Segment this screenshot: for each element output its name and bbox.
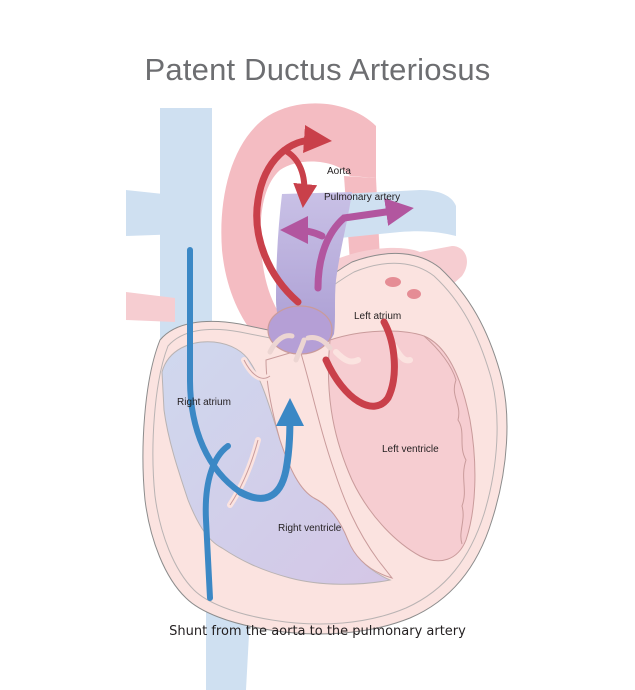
pulmonary-flow-arrow: [314, 198, 414, 292]
label-left-atrium: Left atrium: [354, 311, 401, 322]
label-right-atrium: Right atrium: [177, 397, 231, 408]
right-ventricle-flow-arrow: [236, 398, 304, 502]
label-right-ventricle: Right ventricle: [278, 523, 342, 534]
aortic-arch: [221, 103, 376, 353]
left-heart-flow-arrow: [322, 318, 398, 410]
venous-flow-arrow: [187, 247, 243, 495]
heart-outer-wall-inner-line: [152, 262, 498, 625]
page-title: Patent Ductus Arteriosus: [144, 52, 491, 87]
pulmonary-vein-opening: [407, 289, 421, 299]
figure-caption: Shunt from the aorta to the pulmonary ar…: [169, 624, 466, 639]
tricuspid-valve-outline: [229, 359, 271, 506]
pulmonary-flow-arrow-left: [280, 216, 326, 245]
label-pulmonary-artery: Pulmonary artery: [324, 192, 400, 203]
label-aorta: Aorta: [327, 166, 351, 177]
label-left-ventricle: Left ventricle: [382, 444, 439, 455]
pulmonary-vein-opening: [385, 277, 401, 287]
valve-leaflet: [267, 333, 333, 363]
pulmonary-vessel-stub: [126, 190, 182, 236]
inferior-venous-flow-arrow: [202, 443, 231, 601]
shunt-arrow: [281, 147, 318, 208]
left-ventricle-trabeculae: [423, 335, 467, 545]
aorta-branch-stub: [126, 292, 175, 322]
aortic-flow-arrow: [253, 125, 332, 306]
